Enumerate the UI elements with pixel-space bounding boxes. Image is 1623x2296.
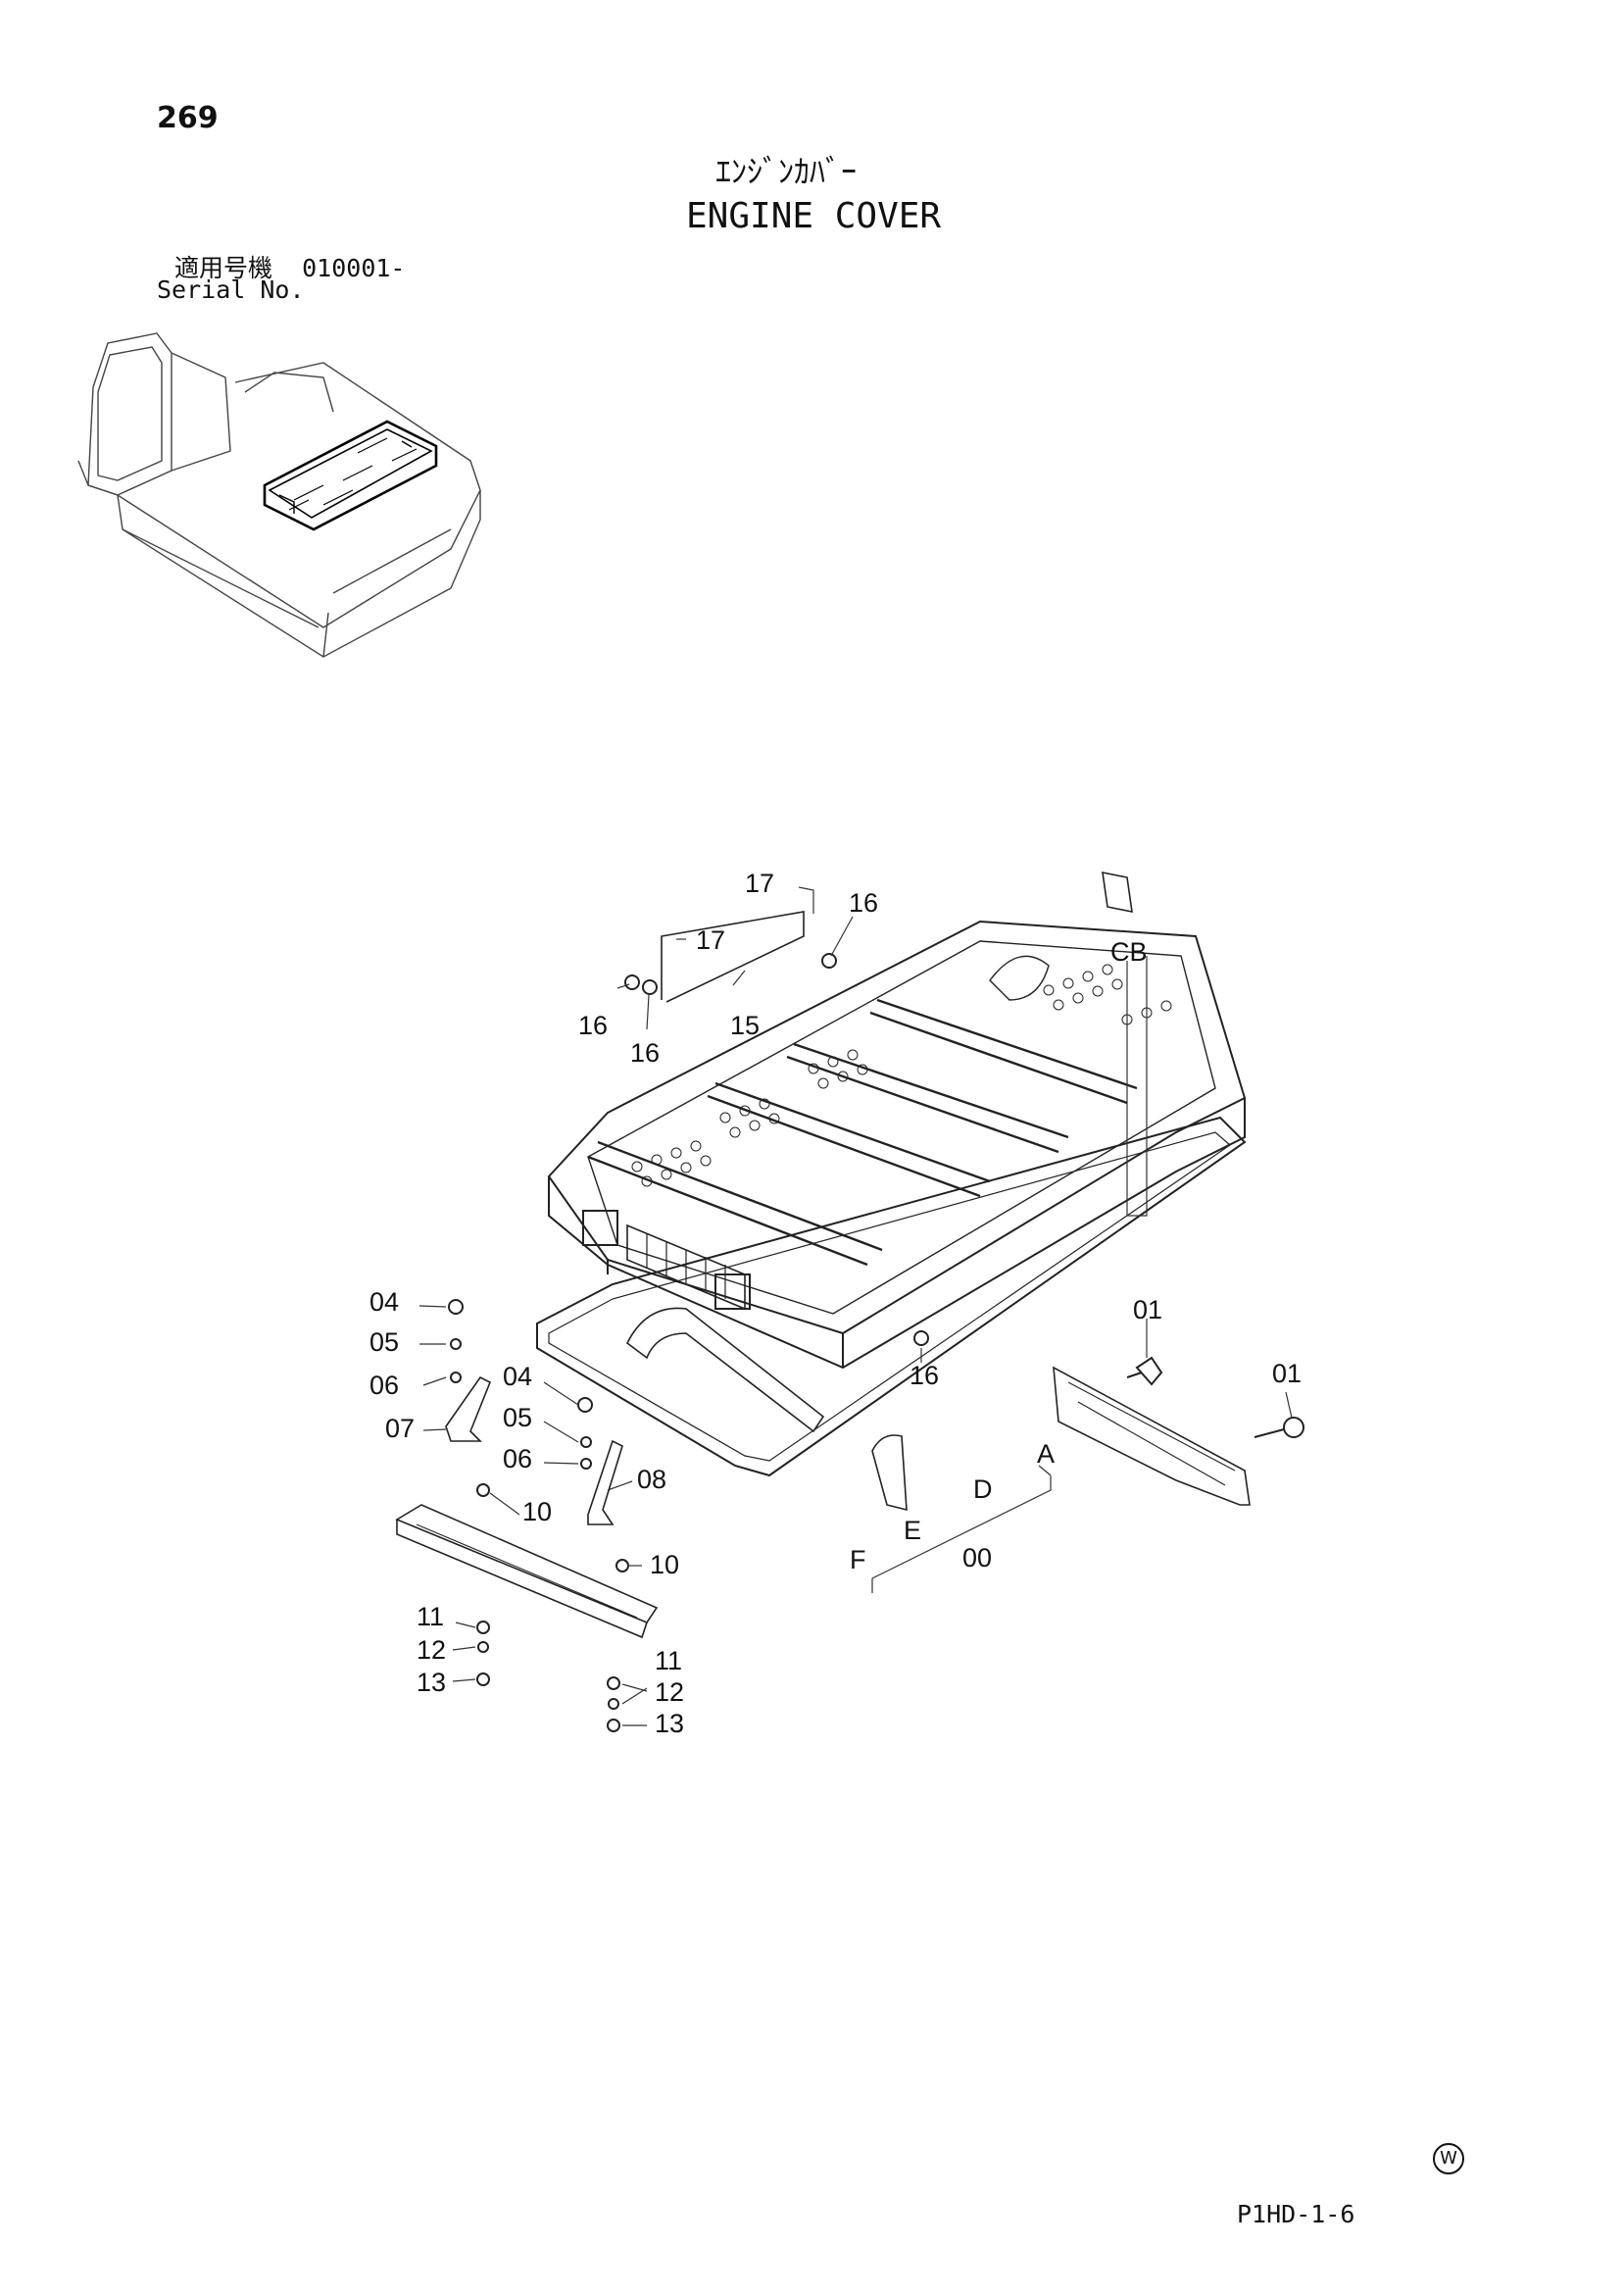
callout-a: A xyxy=(1037,1439,1055,1469)
callout-12-right: 12 xyxy=(655,1677,684,1707)
callout-16-left: 16 xyxy=(578,1011,608,1040)
callout-13-right: 13 xyxy=(655,1709,684,1738)
callout-15: 15 xyxy=(730,1011,760,1040)
callout-17-top: 17 xyxy=(745,869,774,898)
callout-17-left: 17 xyxy=(696,925,725,955)
serial-value: 010001- xyxy=(302,254,406,282)
serial-label-jp: 適用号機 xyxy=(174,254,273,282)
leader-lines xyxy=(418,886,1293,1726)
callout-05-mid: 05 xyxy=(503,1403,532,1432)
callout-16-bottom: 16 xyxy=(910,1361,939,1390)
callout-05-left: 05 xyxy=(369,1327,399,1357)
callout-f: F xyxy=(850,1545,866,1574)
callout-cb: CB xyxy=(1110,937,1148,967)
callout-16-top: 16 xyxy=(849,888,878,918)
w-mark-badge: W xyxy=(1433,2143,1464,2174)
serial-label-en: Serial No. xyxy=(157,275,305,304)
title-english: ENGINE COVER xyxy=(686,196,942,236)
callout-07: 07 xyxy=(385,1414,415,1443)
callout-11-right: 11 xyxy=(655,1646,682,1675)
callout-labels: 17 16 17 CB 16 16 15 04 05 06 07 04 05 0… xyxy=(369,869,1302,1738)
callout-00: 00 xyxy=(962,1543,992,1572)
callout-12-left: 12 xyxy=(417,1635,446,1665)
callout-08: 08 xyxy=(637,1465,666,1494)
callout-11-left: 11 xyxy=(417,1602,444,1631)
callout-06-mid: 06 xyxy=(503,1444,532,1473)
callout-13-left: 13 xyxy=(417,1668,446,1697)
callout-04-left: 04 xyxy=(369,1287,399,1317)
callout-06-left: 06 xyxy=(369,1371,399,1400)
callout-10-right: 10 xyxy=(650,1550,679,1579)
callout-d: D xyxy=(973,1474,993,1504)
callout-16-mid: 16 xyxy=(630,1038,660,1068)
callout-01-mid: 01 xyxy=(1133,1295,1162,1324)
document-code: P1HD-1-6 xyxy=(1237,2200,1355,2228)
callout-04-mid: 04 xyxy=(503,1362,532,1391)
callout-10-left: 10 xyxy=(522,1497,552,1526)
callout-e: E xyxy=(904,1516,921,1545)
serial-line-japanese: 適用号機 010001- xyxy=(174,249,405,284)
machine-locator-inset xyxy=(77,332,481,658)
page-number: 269 xyxy=(157,101,219,135)
engine-cover-assembly xyxy=(395,871,1304,1732)
callout-01-right: 01 xyxy=(1272,1359,1302,1388)
title-japanese: ｴﾝｼﾞﾝｶﾊﾞｰ xyxy=(715,153,858,190)
